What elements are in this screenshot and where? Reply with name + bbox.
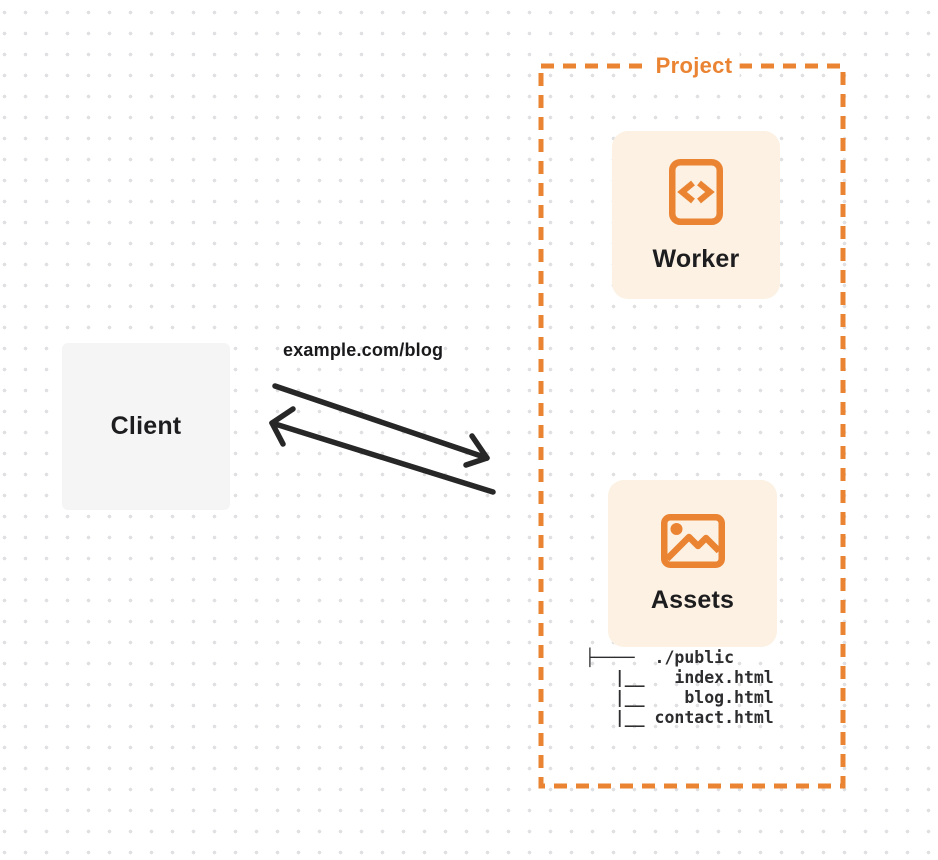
- client-node: Client: [62, 343, 230, 510]
- code-document-icon: [669, 158, 723, 225]
- assets-label: Assets: [650, 586, 735, 614]
- response-arrow: [269, 406, 496, 495]
- project-title: Project: [648, 53, 740, 79]
- file-tree-line-index: |__ index.html: [585, 668, 774, 687]
- client-label: Client: [110, 412, 182, 440]
- image-icon: [660, 514, 725, 568]
- worker-label: Worker: [652, 244, 740, 273]
- request-url-label: example.com/blog: [283, 340, 444, 360]
- file-tree-line-blog: |__ blog.html: [585, 688, 774, 707]
- assets-node: Assets: [608, 480, 777, 647]
- file-tree-line-contact: |__ contact.html: [585, 708, 774, 727]
- request-arrow: [272, 383, 490, 468]
- assets-file-tree: ├──── ./public |__ index.html |__ blog.h…: [585, 648, 774, 728]
- worker-node: Worker: [612, 131, 780, 299]
- file-tree-line-public: ├──── ./public: [585, 648, 735, 667]
